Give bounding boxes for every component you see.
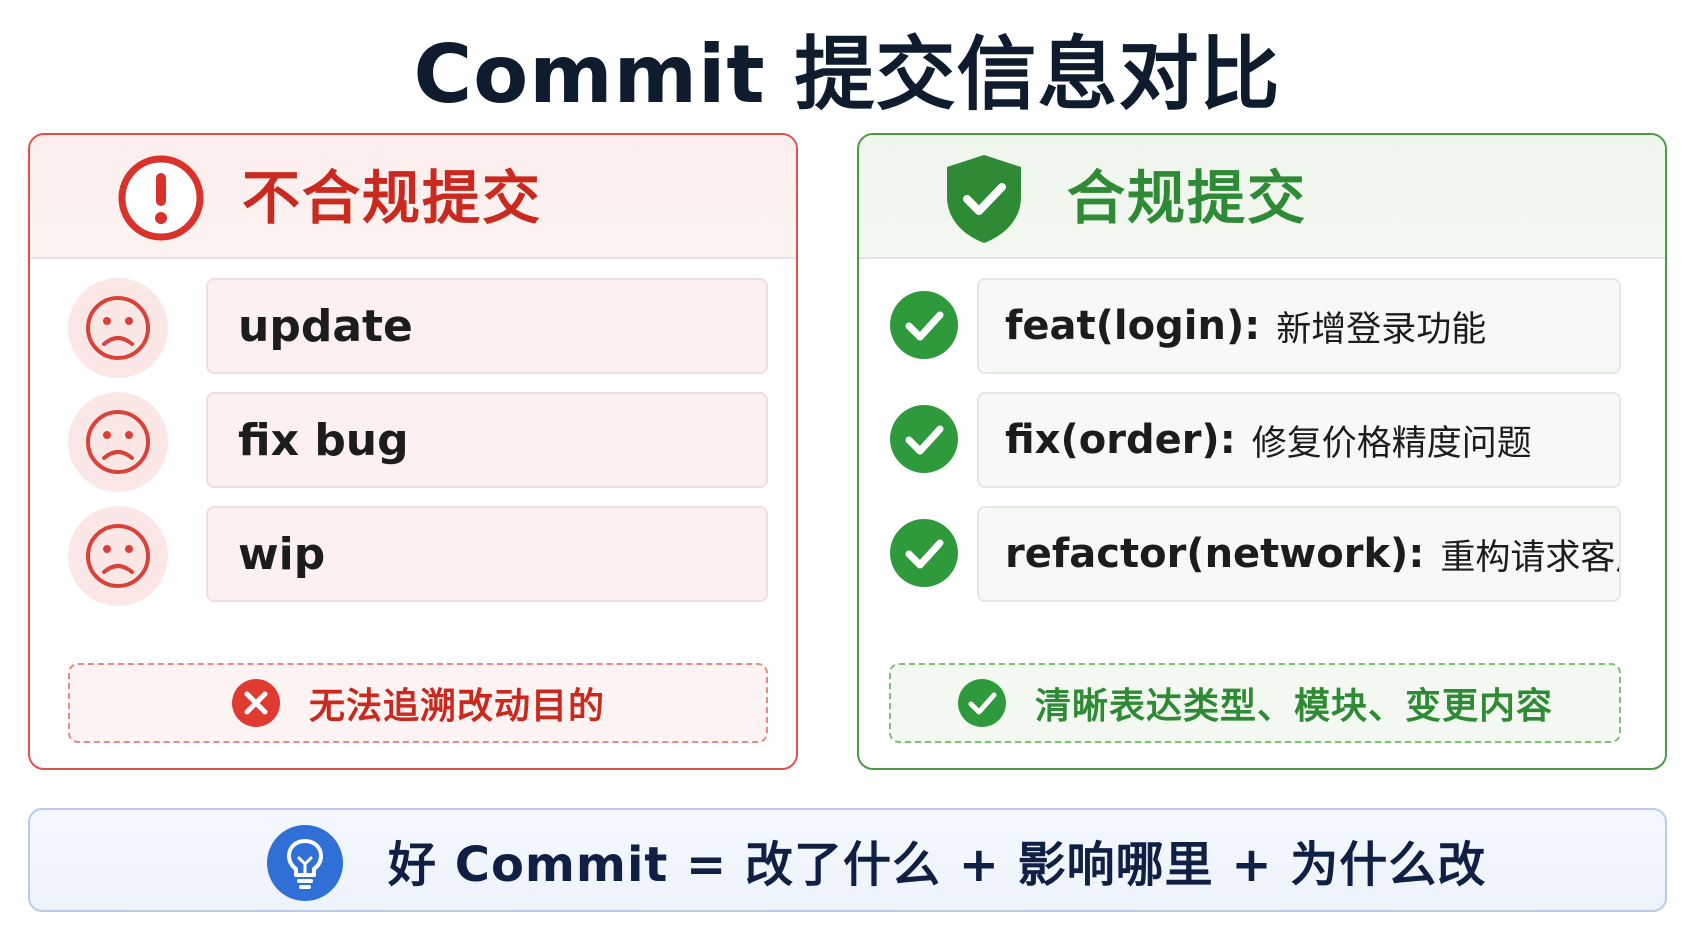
commit-type-scope: refactor(network): <box>1005 531 1425 577</box>
bad-commit-row: update <box>30 278 796 378</box>
compliant-note-text: 清晰表达类型、模块、变更内容 <box>1034 686 1553 727</box>
sad-face-icon <box>68 506 168 606</box>
commit-description: 修复价格精度问题 <box>1251 423 1532 464</box>
bad-commit-message: update <box>206 278 768 374</box>
commit-description: 新增登录功能 <box>1276 309 1487 350</box>
compliant-panel-header: 合规提交 <box>859 135 1665 259</box>
summary-formula: 好 Commit = 改了什么 + 影响哪里 + 为什么改 <box>388 837 1487 893</box>
shield-check-icon <box>947 155 1021 243</box>
bad-commit-row: fix bug <box>30 392 796 492</box>
noncompliant-title: 不合规提交 <box>242 164 543 232</box>
check-circle-icon <box>890 291 958 359</box>
compliant-panel: 合规提交 feat(login): 新增登录功能 fix(order): 修复价… <box>857 133 1667 770</box>
noncompliant-panel: 不合规提交 update fix bug <box>28 133 798 770</box>
commit-type-scope: fix(order): <box>1005 417 1236 463</box>
good-commit-row: feat(login): 新增登录功能 <box>859 278 1665 374</box>
bad-commit-message: fix bug <box>206 392 768 488</box>
good-commit-message: feat(login): 新增登录功能 <box>977 278 1621 374</box>
good-commit-message: refactor(network): 重构请求客户端 <box>977 506 1621 602</box>
lightbulb-icon <box>267 825 343 901</box>
compliant-title: 合规提交 <box>1067 164 1308 232</box>
check-circle-icon <box>890 405 958 473</box>
commit-description: 重构请求客户端 <box>1440 537 1619 578</box>
noncompliant-note-text: 无法追溯改动目的 <box>308 686 605 727</box>
commit-type-scope: feat(login): <box>1005 303 1261 349</box>
good-commit-row: refactor(network): 重构请求客户端 <box>859 506 1665 602</box>
bad-commit-row: wip <box>30 506 796 606</box>
summary-banner: 好 Commit = 改了什么 + 影响哪里 + 为什么改 <box>28 808 1667 912</box>
exclamation-circle-icon <box>118 155 204 241</box>
check-circle-icon <box>890 519 958 587</box>
compliant-note: 清晰表达类型、模块、变更内容 <box>889 663 1621 743</box>
x-circle-icon <box>231 679 280 727</box>
bad-commit-message: wip <box>206 506 768 602</box>
noncompliant-panel-header: 不合规提交 <box>30 135 796 259</box>
sad-face-icon <box>68 278 168 378</box>
page-title: Commit 提交信息对比 <box>413 28 1281 121</box>
check-circle-icon <box>957 679 1006 727</box>
good-commit-message: fix(order): 修复价格精度问题 <box>977 392 1621 488</box>
noncompliant-note: 无法追溯改动目的 <box>68 663 768 743</box>
sad-face-icon <box>68 392 168 492</box>
good-commit-row: fix(order): 修复价格精度问题 <box>859 392 1665 488</box>
